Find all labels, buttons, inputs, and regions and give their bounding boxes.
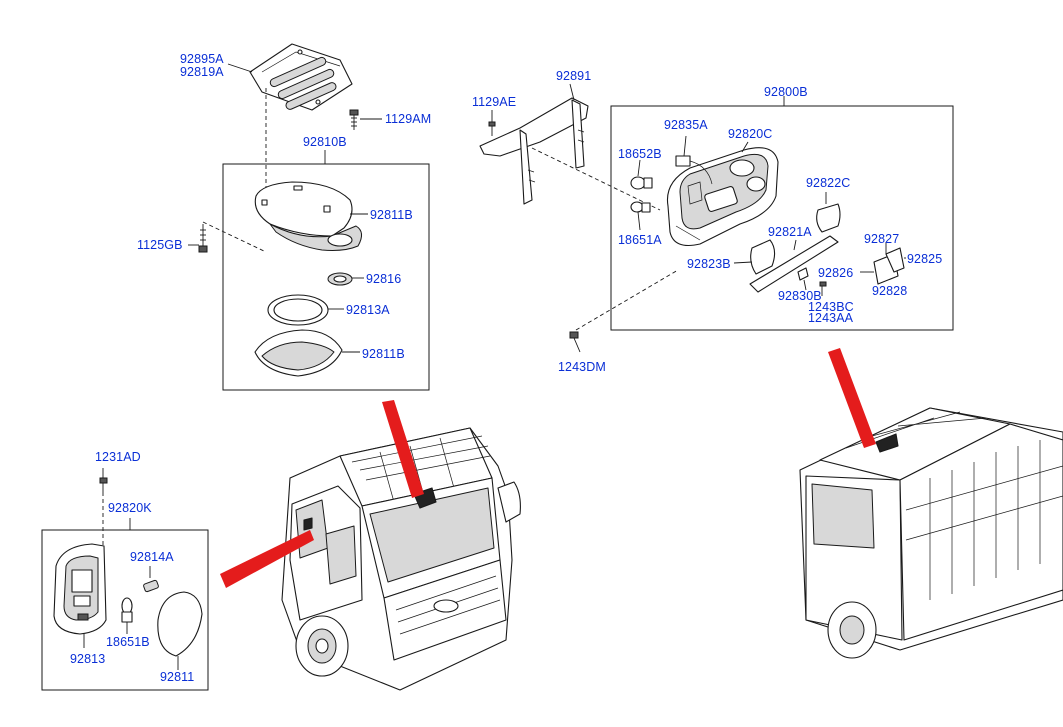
label-92830b: 92830B (778, 289, 822, 303)
label-92816: 92816 (366, 272, 401, 286)
label-92800b: 92800B (764, 85, 808, 99)
screw-1231ad (99, 468, 108, 492)
screw-1129am (349, 109, 359, 130)
truck-cab-illustration (281, 427, 521, 691)
mounting-plate (249, 43, 353, 111)
plate-92827 (860, 242, 906, 285)
lens-92811b (254, 329, 343, 377)
label-92826: 92826 (818, 266, 853, 280)
side-marker-group (41, 468, 209, 691)
rear-lamp-group (479, 83, 954, 353)
label-1125gb: 1125GB (137, 238, 183, 252)
label-92822c: 92822C (806, 176, 850, 190)
label-92811: 92811 (160, 670, 194, 684)
label-92835a: 92835A (664, 118, 708, 132)
label-1243dm: 1243DM (558, 360, 606, 374)
box-92800b (610, 105, 954, 331)
label-92828: 92828 (872, 284, 907, 298)
label-92891: 92891 (556, 69, 591, 83)
screw-1243dm (569, 331, 581, 353)
bulb-18651a (630, 201, 651, 213)
arrow-rear-lamp (828, 348, 876, 448)
label-92819a: 92819A (180, 65, 224, 79)
label-92827: 92827 (864, 232, 899, 246)
bulb-92816 (327, 272, 353, 286)
lens-92814a (143, 566, 159, 593)
label-92813a: 92813A (346, 303, 390, 317)
gasket-92813a (267, 294, 329, 326)
screw-1129ae (488, 110, 496, 136)
label-92811b-a: 92811B (370, 208, 413, 222)
rear-lamp-housing (666, 147, 779, 247)
label-92811b-b: 92811B (362, 347, 405, 361)
arrow-dome (382, 400, 424, 498)
label-1129ae: 1129AE (472, 95, 516, 109)
label-92820c: 92820C (728, 127, 772, 141)
label-92825: 92825 (907, 252, 942, 266)
label-18651b: 18651B (106, 635, 150, 649)
label-92895a: 92895A (180, 52, 224, 66)
bulb-18652b (630, 176, 653, 190)
label-92820k: 92820K (108, 501, 152, 515)
label-92823b: 92823B (687, 257, 731, 271)
label-1243aa: 1243AA (808, 311, 854, 325)
label-1231ad: 1231AD (95, 450, 141, 464)
connector-92835a (675, 135, 713, 185)
box-92820k (41, 529, 209, 691)
label-92821a: 92821A (768, 225, 812, 239)
dome-lamp-group (188, 43, 430, 391)
bracket-92891 (479, 83, 589, 205)
label-92813: 92813 (70, 652, 105, 666)
box-92810b (222, 163, 430, 391)
arrow-side-marker (220, 530, 314, 588)
lens-92811 (157, 591, 203, 670)
clip-92830b (797, 267, 827, 296)
marker-housing-92813 (53, 543, 107, 648)
label-92814a: 92814A (130, 550, 174, 564)
lens-92821a (749, 235, 839, 293)
label-1243bc: 1243BC (808, 300, 854, 314)
part-labels: 92895A 92819A 1129AM 92810B 92811B 1125G… (70, 52, 942, 684)
label-18651a: 18651A (618, 233, 662, 247)
label-1129am: 1129AM (385, 112, 431, 126)
bulb-18651b (121, 597, 133, 634)
flatbed-truck-illustration (799, 407, 1063, 659)
label-18652b: 18652B (618, 147, 662, 161)
dome-lamp-housing (254, 181, 362, 251)
screw-1125gb (198, 224, 208, 253)
pointer-arrows (220, 348, 876, 588)
lens-92822c (816, 192, 841, 233)
label-92810b: 92810B (303, 135, 347, 149)
